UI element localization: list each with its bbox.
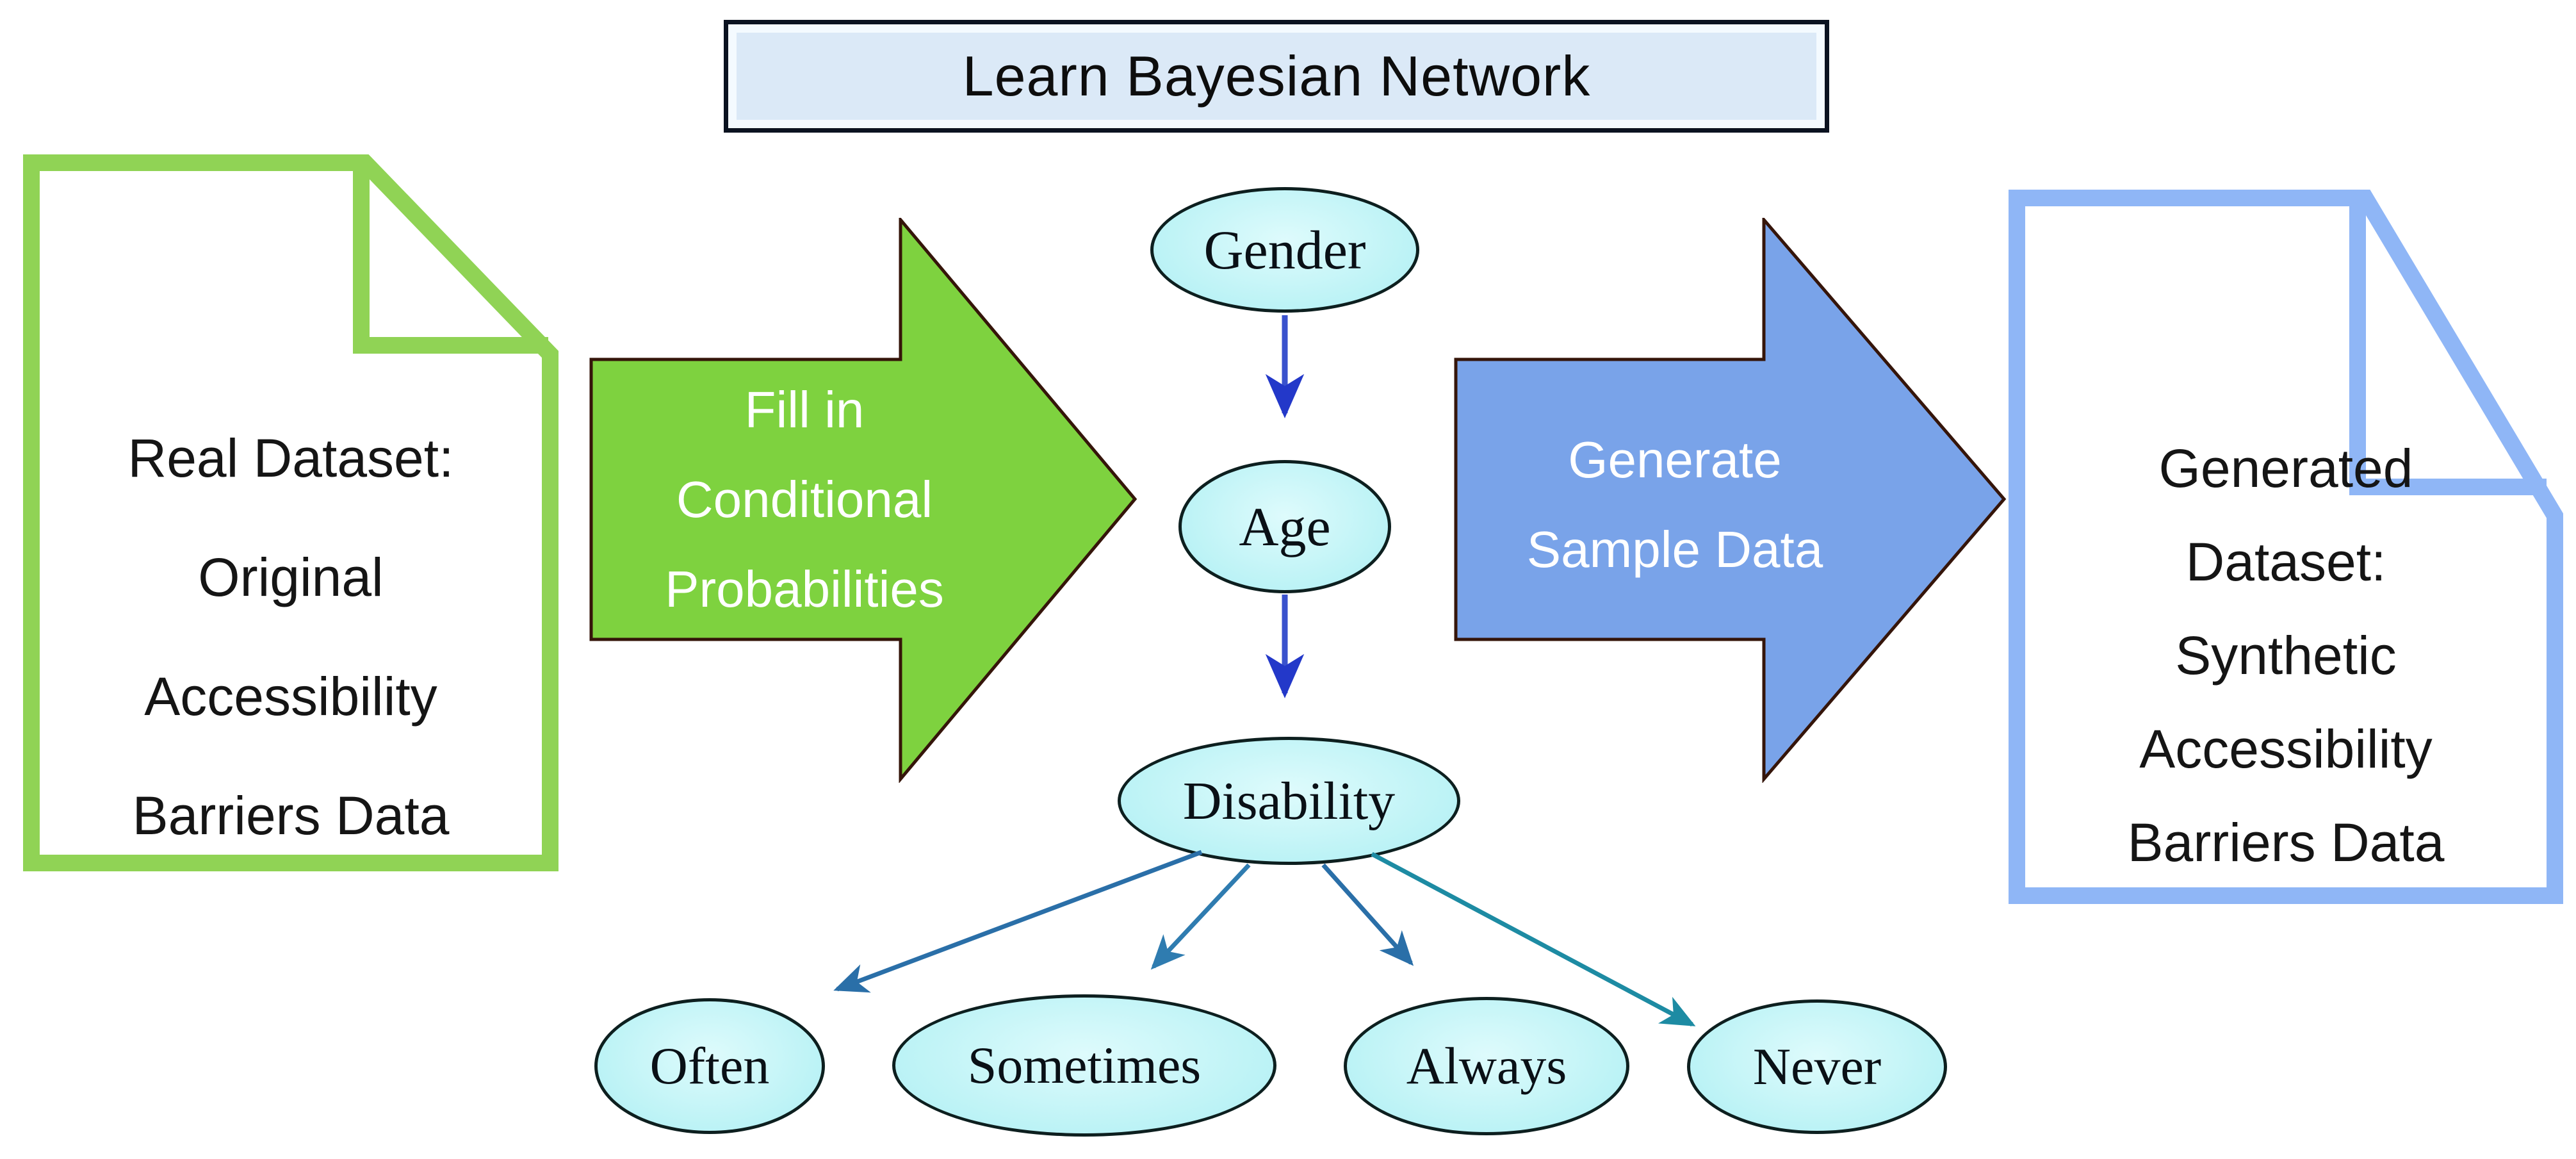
blue-arrow-line: Generate: [1568, 431, 1782, 488]
generated-dataset-label: Generated Dataset: Synthetic Accessibili…: [2009, 422, 2563, 889]
blue-arrow-line: Sample Data: [1526, 521, 1823, 578]
node-disability: Disability: [1118, 737, 1460, 865]
blue-right-arrow-shape: [1454, 218, 2007, 783]
green-arrow-line: Fill in: [744, 381, 865, 438]
edge-disability-never: [1371, 851, 1696, 1027]
generated-dataset-line: Synthetic: [2175, 625, 2397, 686]
node-always: Always: [1344, 997, 1629, 1135]
green-arrow-label: Fill in Conditional Probabilities: [589, 365, 1020, 634]
node-often: Often: [594, 998, 825, 1134]
generated-dataset-document-icon: [2009, 190, 2563, 904]
real-dataset-line: Barriers Data: [132, 785, 450, 846]
node-disability-label: Disability: [1182, 771, 1396, 831]
title-box: Learn Bayesian Network: [724, 20, 1829, 133]
real-dataset-document-icon: [23, 154, 558, 871]
generate-sample-data-arrow-icon: [1454, 218, 2007, 783]
node-age: Age: [1178, 460, 1391, 593]
real-dataset-line: Real Dataset:: [127, 428, 454, 488]
green-arrow-line: Probabilities: [665, 561, 944, 618]
node-often-label: Often: [649, 1037, 770, 1095]
node-gender-label: Gender: [1203, 219, 1366, 281]
edge-disability-always: [1321, 863, 1414, 966]
node-always-label: Always: [1406, 1037, 1567, 1095]
fill-in-probabilities-arrow-icon: [589, 218, 1137, 783]
node-gender: Gender: [1150, 187, 1419, 313]
document-outline: [2009, 190, 2563, 904]
folded-corner-flap: [2349, 202, 2547, 495]
node-never-label: Never: [1752, 1037, 1882, 1096]
node-never: Never: [1687, 999, 1947, 1134]
generated-dataset-line: Accessibility: [2139, 719, 2433, 779]
edge-disability-often: [833, 850, 1203, 993]
real-dataset-line: Accessibility: [144, 666, 437, 727]
page-title: Learn Bayesian Network: [962, 44, 1591, 108]
green-arrow-line: Conditional: [676, 471, 933, 528]
green-right-arrow-shape: [589, 218, 1137, 783]
node-sometimes-label: Sometimes: [967, 1036, 1202, 1094]
node-age-label: Age: [1239, 496, 1331, 557]
folded-corner-flap: [353, 166, 548, 354]
blue-arrow-label: Generate Sample Data: [1454, 415, 1896, 595]
real-dataset-label: Real Dataset: Original Accessibility Bar…: [23, 399, 558, 875]
generated-dataset-line: Dataset:: [2185, 532, 2386, 592]
generated-dataset-line: Generated: [2158, 438, 2413, 498]
edge-disability-sometimes: [1150, 863, 1251, 970]
generated-dataset-line: Barriers Data: [2127, 812, 2445, 873]
node-sometimes: Sometimes: [892, 994, 1276, 1137]
real-dataset-line: Original: [198, 547, 384, 607]
